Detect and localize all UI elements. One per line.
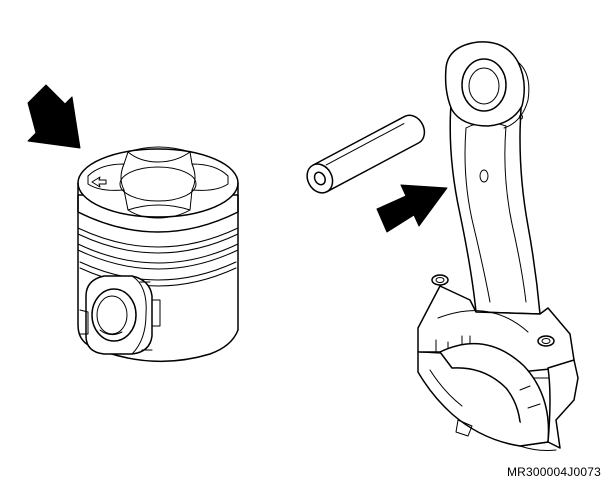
ring-groove-3 xyxy=(78,244,238,263)
bolt-hole-right xyxy=(538,336,554,346)
bearing-shell xyxy=(438,311,528,332)
ring-groove-1 xyxy=(78,228,238,247)
valve-recess-front xyxy=(128,205,190,218)
piston-pin xyxy=(302,111,429,198)
valve-recess-rear xyxy=(128,147,190,162)
oil-hole xyxy=(480,170,488,182)
ring-groove-4 xyxy=(78,250,238,269)
piston xyxy=(78,147,238,361)
ring-groove-6 xyxy=(80,268,236,286)
front-mark-icon xyxy=(92,177,106,187)
piston-crown xyxy=(78,149,238,217)
ring-groove-5 xyxy=(80,262,236,280)
bolt-hole-left xyxy=(432,275,448,285)
combustion-bowl xyxy=(120,167,196,201)
connecting-rod xyxy=(418,42,578,451)
piston-top-land xyxy=(78,183,238,232)
bearing-cap xyxy=(418,352,578,448)
arrow-piston-top-icon xyxy=(28,85,80,148)
pin-body xyxy=(313,111,430,192)
arrow-connecting-rod-icon xyxy=(377,185,447,232)
figure-reference-code: MR300004J0073 xyxy=(506,465,601,479)
pin-bore-end xyxy=(312,170,327,186)
pin-bore xyxy=(92,289,136,341)
ring-groove-2 xyxy=(78,234,238,253)
